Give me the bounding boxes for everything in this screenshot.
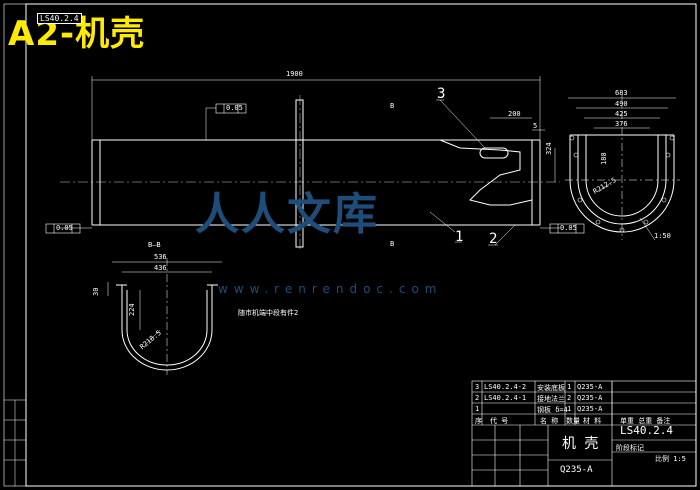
parts-header-name: 名 称 <box>540 417 559 425</box>
parts-header-remarks: 单重 总重 备注 <box>620 417 671 425</box>
watermark-url: www.renrendoc.com <box>218 282 443 296</box>
parts-header-qty: 数量 <box>566 417 580 425</box>
part-row-2-no: 2 <box>475 394 480 402</box>
part-row-2-material: Q235-A <box>577 394 603 402</box>
part-row-1-material: Q235-A <box>577 405 603 413</box>
dim-overall-length: 1900 <box>286 70 303 78</box>
dim-180: 180 <box>600 152 608 165</box>
dim-376: 376 <box>615 120 628 128</box>
title-block-scale: 比例 1:5 <box>655 455 686 463</box>
balloon-1: 1 <box>455 229 464 245</box>
section-label: B—B <box>148 241 161 249</box>
drawing-code-stamp: LS40.2.4 <box>37 13 82 24</box>
part-row-2-code: LS40.2.4-1 <box>484 394 527 402</box>
tolerance-top-value: 0.05 <box>226 104 243 112</box>
balloon-2: 2 <box>489 231 498 247</box>
title-block-material: Q235-A <box>560 465 593 475</box>
section-mark-top: B <box>390 102 395 110</box>
part-row-3-material: Q235-A <box>577 383 603 391</box>
dim-5: 5 <box>533 122 538 130</box>
parts-header-no: 序 <box>475 417 482 425</box>
dim-324: 324 <box>545 142 553 155</box>
part-row-3-code: LS40.2.4-2 <box>484 383 527 391</box>
title-block-sheet: 阶段标记 <box>616 444 644 452</box>
section-note: 随市机端中段有件2 <box>238 309 299 317</box>
part-row-3-qty: 1 <box>567 383 572 391</box>
part-row-3-name: 安装底板 <box>537 384 565 392</box>
parts-header-material: 材 料 <box>583 417 602 425</box>
part-row-2-qty: 2 <box>567 394 572 402</box>
dim-224: 224 <box>128 303 136 316</box>
part-row-1-name: 钢板 δ=4 <box>537 406 568 414</box>
tolerance-right-value: 0.05 <box>560 224 577 232</box>
dim-490: 490 <box>615 100 628 108</box>
part-row-3-no: 3 <box>475 383 480 391</box>
balloon-3: 3 <box>437 86 446 102</box>
part-row-1-no: 1 <box>475 405 480 413</box>
dim-436: 436 <box>154 264 167 272</box>
side-angle: 1:50 <box>654 232 671 240</box>
dim-683: 683 <box>615 89 628 97</box>
part-row-2-name: 接地法兰 <box>537 395 565 403</box>
dim-200: 200 <box>508 110 521 118</box>
tolerance-left-value: 0.05 <box>56 224 73 232</box>
dim-536: 536 <box>154 253 167 261</box>
title-block-part-name: 机 壳 <box>562 436 599 452</box>
dim-30: 30 <box>92 287 100 296</box>
section-mark-bottom: B <box>390 240 395 248</box>
title-block-drawing-no: LS40.2.4 <box>620 424 673 437</box>
part-row-1-qty: 1 <box>567 405 572 413</box>
dim-425: 425 <box>615 110 628 118</box>
watermark-logo: 人人文库 <box>195 189 379 240</box>
parts-header-code: 代 号 <box>490 417 509 425</box>
